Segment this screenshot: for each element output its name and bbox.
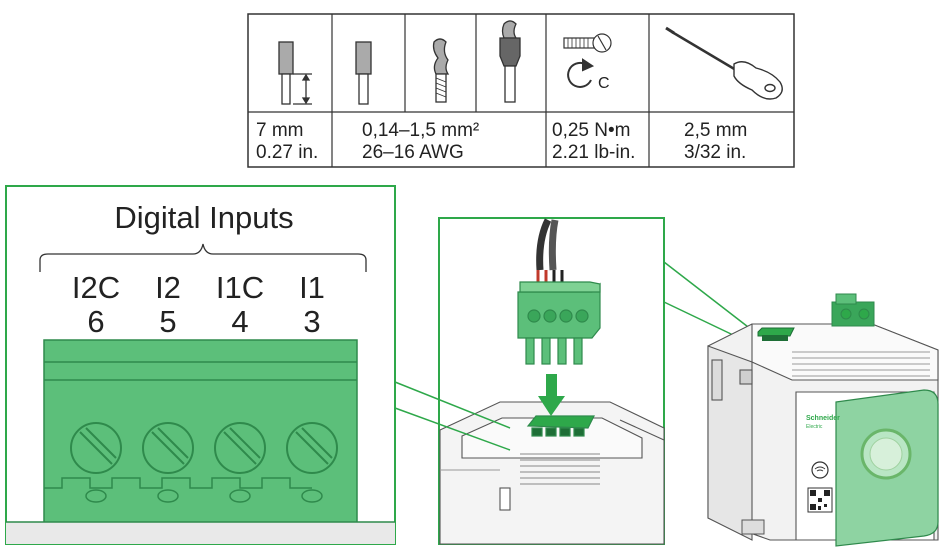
torque-direction-symbol: C bbox=[598, 75, 610, 92]
insert-arrow-icon bbox=[538, 374, 565, 416]
ferrule-icon bbox=[355, 41, 372, 105]
insulated-ferrule-icon bbox=[499, 20, 521, 103]
terminal-number-6: 6 bbox=[87, 304, 105, 339]
terminal-screws bbox=[70, 422, 338, 503]
spare-terminal-block bbox=[831, 293, 875, 327]
terminal-number-4: 4 bbox=[231, 304, 249, 339]
rotation-arrow-icon bbox=[567, 58, 595, 88]
terminal-number-5: 5 bbox=[159, 304, 177, 339]
qr-code bbox=[807, 487, 833, 513]
stranded-wire-icon bbox=[432, 38, 450, 103]
din-clip bbox=[741, 519, 765, 535]
spec-table bbox=[247, 13, 795, 168]
brand-logo: Schneider Electric bbox=[806, 415, 840, 430]
screwdriver-imperial: 3/32 in. bbox=[684, 142, 747, 163]
socket-header bbox=[526, 415, 595, 437]
digital-inputs-title: Digital Inputs bbox=[114, 200, 294, 235]
device-top-closeup bbox=[439, 401, 665, 545]
torque-imperial: 2.21 lb-in. bbox=[552, 142, 636, 163]
torque-screw-icon bbox=[563, 33, 612, 53]
terminal-label-i1: I1 bbox=[299, 270, 325, 305]
terminal-screw-5 bbox=[142, 422, 194, 503]
svg-text:Electric: Electric bbox=[806, 424, 823, 430]
terminal-screw-4 bbox=[214, 422, 266, 503]
wire-section-imperial: 26–16 AWG bbox=[362, 142, 464, 163]
terminal-number-3: 3 bbox=[303, 304, 321, 339]
cable bbox=[536, 218, 564, 288]
svg-text:Schneider: Schneider bbox=[806, 415, 840, 422]
strip-length-imperial: 0.27 in. bbox=[256, 142, 319, 163]
screwdriver-icon bbox=[665, 26, 783, 100]
strip-length-metric: 7 mm bbox=[256, 120, 304, 141]
torque-metric: 0,25 N•m bbox=[552, 120, 631, 141]
terminal-label-i2: I2 bbox=[155, 270, 181, 305]
strip-length-icon bbox=[278, 41, 312, 105]
terminal-label-i1c: I1C bbox=[215, 270, 265, 305]
wifi-button-icon bbox=[811, 461, 829, 479]
digital-inputs-brace bbox=[39, 243, 367, 272]
terminal-screw-3 bbox=[286, 422, 338, 503]
plug-connector bbox=[517, 281, 601, 365]
screwdriver-metric: 2,5 mm bbox=[684, 120, 748, 141]
terminal-screw-6 bbox=[70, 422, 122, 503]
device-di-header bbox=[757, 327, 795, 341]
wire-section-metric: 0,14–1,5 mm² bbox=[362, 120, 480, 141]
device-front-cover bbox=[835, 389, 939, 547]
terminal-label-i2c: I2C bbox=[71, 270, 121, 305]
